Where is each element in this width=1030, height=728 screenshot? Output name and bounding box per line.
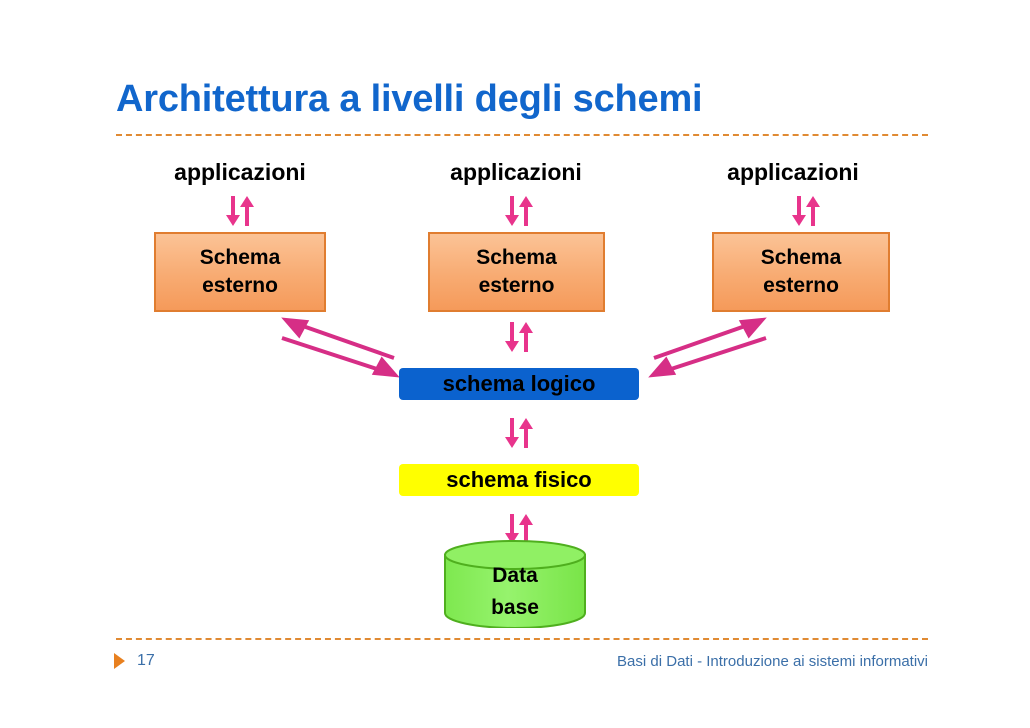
physical-schema-box: schema fisico: [399, 464, 639, 496]
applications-label-1: applicazioni: [174, 159, 306, 185]
arrow-pair-applications-1: [218, 196, 262, 226]
external-schema-line1: Schema: [199, 246, 281, 270]
external-schema-box-2: Schema esterno: [428, 232, 605, 312]
arrow-pair-diagonal-left: [276, 316, 406, 378]
external-schema-line2: esterno: [202, 274, 278, 297]
arrow-pair-applications-2: [497, 196, 541, 226]
divider-top: [116, 134, 928, 136]
arrow-pair-logical-physical: [497, 418, 541, 448]
divider-bottom: [116, 638, 928, 640]
arrow-pair-diagonal-right: [642, 316, 772, 378]
external-schema-line1: Schema: [476, 246, 557, 270]
database-cylinder-icon: [444, 540, 586, 629]
external-schema-line2: esterno: [763, 274, 839, 297]
arrow-pair-physical-database: [497, 514, 541, 544]
page-title: Architettura a livelli degli schemi: [116, 78, 703, 120]
applications-label-3: applicazioni: [727, 159, 859, 185]
triangle-bullet-icon: [114, 653, 125, 669]
arrow-pair-external-logical: [497, 322, 541, 352]
logical-schema-box: schema logico: [399, 368, 639, 400]
arrow-pair-applications-3: [784, 196, 828, 226]
external-schema-line2: esterno: [478, 274, 555, 297]
external-schema-line1: Schema: [760, 246, 842, 270]
external-schema-box-3: Schema esterno: [712, 232, 890, 312]
footer-note: Basi di Dati - Introduzione ai sistemi i…: [617, 653, 928, 670]
applications-label-2: applicazioni: [450, 159, 582, 185]
page-number: 17: [137, 652, 155, 669]
external-schema-box-1: Schema esterno: [154, 232, 326, 312]
